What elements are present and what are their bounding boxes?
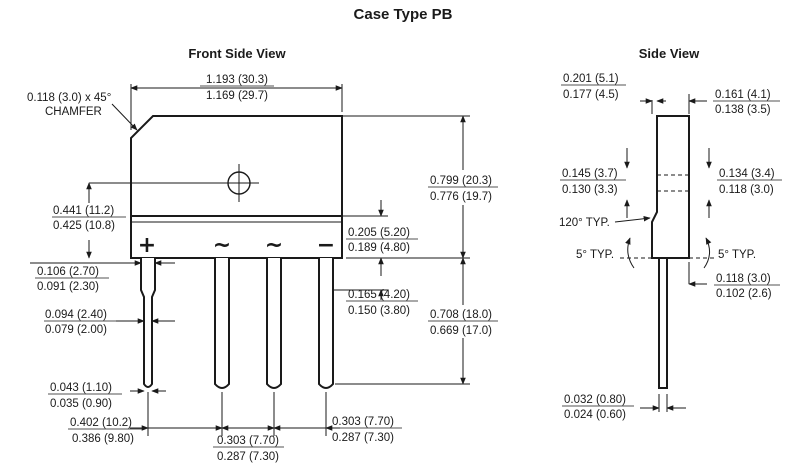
pitch-outer-min-label: 0.386 (9.80) <box>72 433 134 445</box>
side-top-left-min-label: 0.177 (4.5) <box>563 89 619 101</box>
side-lead-min-label: 0.024 (0.60) <box>564 409 626 421</box>
chamfer-label: CHAMFER <box>45 106 102 118</box>
width-min-label: 1.169 (29.7) <box>206 90 268 102</box>
pin-ac1-marking: ~ <box>213 233 231 258</box>
hole-height-min-label: 0.425 (10.8) <box>53 220 115 232</box>
side-view-label: Side View <box>639 46 700 61</box>
pitch-outer-max-label: 0.402 (10.2) <box>70 417 132 429</box>
side-view-package <box>651 115 690 389</box>
band-max-label: 0.205 (5.20) <box>348 227 410 239</box>
pin-plus-marking: + <box>138 233 156 258</box>
side-top-left-max-label: 0.201 (5.1) <box>563 73 619 85</box>
chamfer-size-label: 0.118 (3.0) x 45° <box>27 92 111 104</box>
lead-width-max-label: 0.106 (2.70) <box>37 266 99 278</box>
body-height-min-label: 0.776 (19.7) <box>430 191 492 203</box>
side-mid-left-min-label: 0.130 (3.3) <box>562 184 618 196</box>
band-min-label: 0.189 (4.80) <box>348 242 410 254</box>
pin-ac2-marking: ~ <box>265 233 283 258</box>
side-top-right-min-label: 0.138 (3.5) <box>715 104 771 116</box>
front-view-package <box>89 115 343 259</box>
side-lower-right-max-label: 0.118 (3.0) <box>716 273 771 285</box>
pitch-mid-max-label: 0.303 (7.70) <box>217 435 279 447</box>
pitch-right-max-label: 0.303 (7.70) <box>332 416 394 428</box>
side-mid-right-min-label: 0.118 (3.0) <box>719 184 774 196</box>
lead-shoulder-min-label: 0.150 (3.80) <box>348 305 410 317</box>
front-view-leads <box>140 258 334 389</box>
lead-narrow-max-label: 0.094 (2.40) <box>45 309 107 321</box>
lead-shoulder-max-label: 0.165 (4.20) <box>348 289 410 301</box>
front-view-label: Front Side View <box>188 46 286 61</box>
angle-5-right-label: 5° TYP. <box>718 249 756 261</box>
lead-length-min-label: 0.669 (17.0) <box>430 325 492 337</box>
angle-120-label: 120° TYP. <box>559 217 610 229</box>
pitch-right-min-label: 0.287 (7.30) <box>332 432 394 444</box>
lead-narrow-min-label: 0.079 (2.00) <box>45 324 107 336</box>
side-mid-left-max-label: 0.145 (3.7) <box>562 168 618 180</box>
side-mid-right-max-label: 0.134 (3.4) <box>719 168 775 180</box>
pitch-mid-min-label: 0.287 (7.30) <box>217 451 279 463</box>
width-max-label: 1.193 (30.3) <box>206 74 268 86</box>
angle-5-left-label: 5° TYP. <box>576 249 614 261</box>
lead-length-max-label: 0.708 (18.0) <box>430 309 492 321</box>
pin-minus-marking: − <box>317 233 335 258</box>
diagram-title: Case Type PB <box>354 6 453 23</box>
lead-tip-min-label: 0.035 (0.90) <box>50 398 112 410</box>
side-lower-right-min-label: 0.102 (2.6) <box>716 288 772 300</box>
body-height-max-label: 0.799 (20.3) <box>430 175 492 187</box>
hole-height-max-label: 0.441 (11.2) <box>53 205 114 217</box>
lead-tip-max-label: 0.043 (1.10) <box>50 382 112 394</box>
lead-width-min-label: 0.091 (2.30) <box>37 281 99 293</box>
side-top-right-max-label: 0.161 (4.1) <box>715 89 771 101</box>
side-lead-max-label: 0.032 (0.80) <box>564 394 626 406</box>
